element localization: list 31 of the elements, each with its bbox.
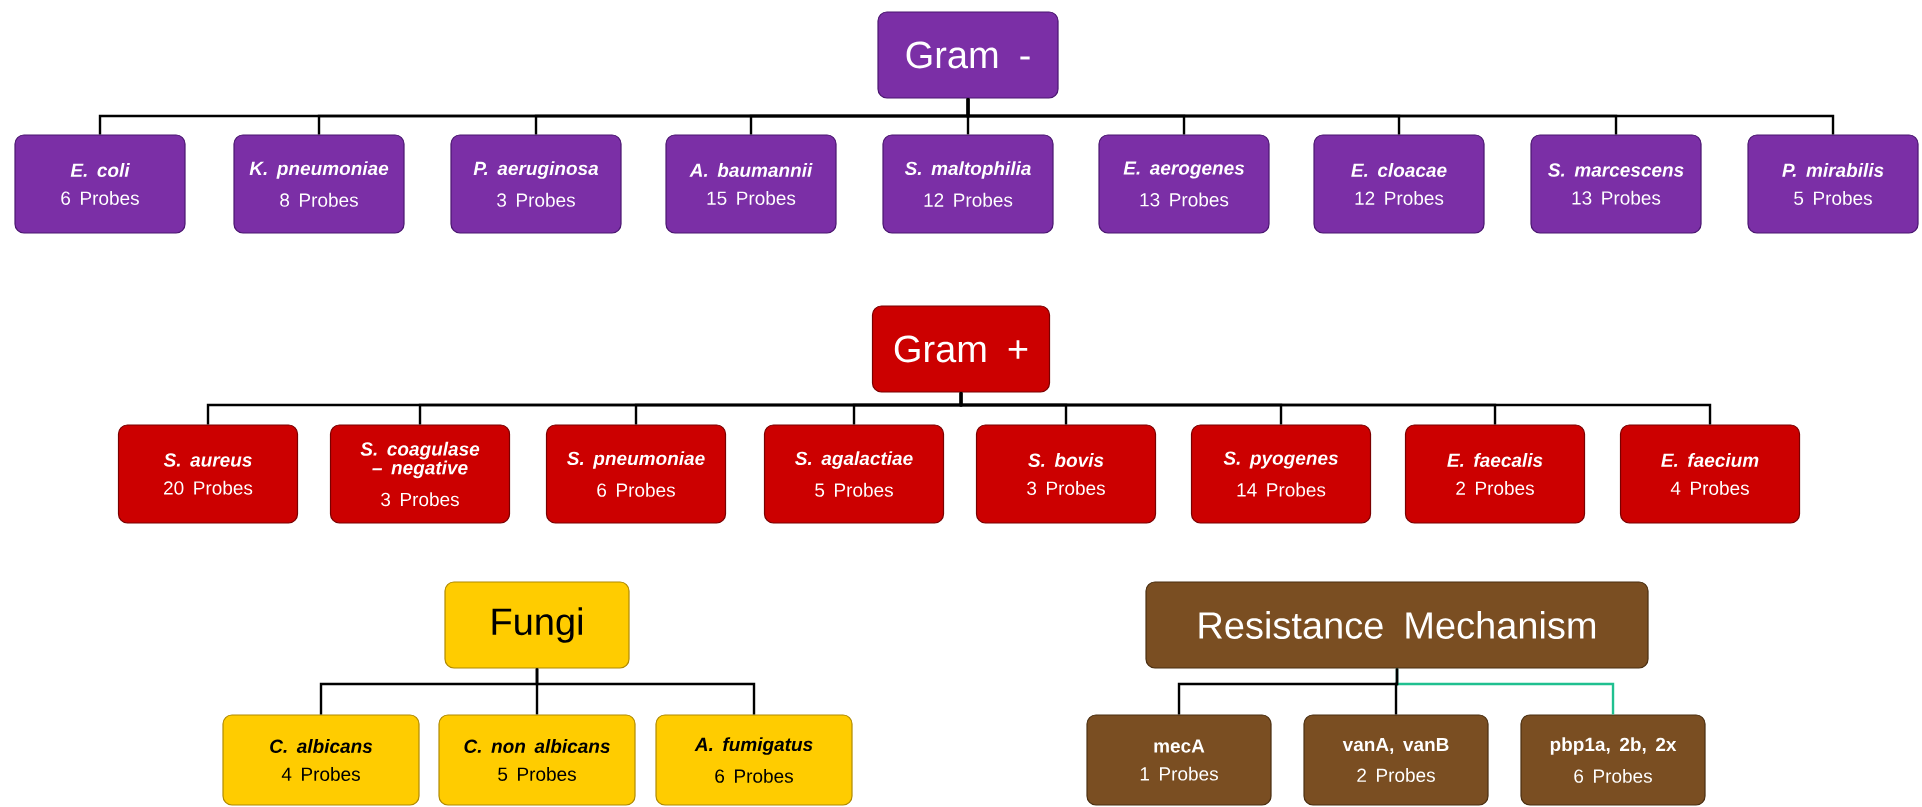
species-box: E. coli 6 Probes	[14, 134, 186, 234]
species-box: S. aureus 20 Probes	[117, 424, 299, 524]
species-box: S. bovis 3 Probes	[975, 424, 1157, 524]
category-box: Resistance Mechanism	[1145, 581, 1649, 669]
species-box: E. cloacae 12 Probes	[1313, 134, 1485, 234]
species-box: P. aeruginosa 3 Probes	[450, 134, 622, 234]
species-box: S. marcescens 13 Probes	[1530, 134, 1702, 234]
species-box: E. faecium 4 Probes	[1619, 424, 1801, 524]
species-box: P. mirabilis 5 Probes	[1747, 134, 1919, 234]
connector-line	[959, 392, 1712, 425]
species-box: S. maltophilia 12 Probes	[882, 134, 1054, 234]
species-box: K. pneumoniae 8 Probes	[233, 134, 405, 234]
species-box: S. pyogenes 14 Probes	[1190, 424, 1372, 524]
category-box: Fungi	[444, 581, 630, 669]
category-box: Gram -	[877, 11, 1059, 99]
species-box: A. fumigatus 6 Probes	[655, 714, 853, 806]
species-box: C. non albicans 5 Probes	[438, 714, 636, 806]
species-box: S. coagulase – negative 3 Probes	[329, 424, 511, 524]
species-box: S. pneumoniae 6 Probes	[545, 424, 727, 524]
category-box: Gram +	[871, 305, 1051, 393]
species-box: A. baumannii 15 Probes	[665, 134, 837, 234]
species-box: S. agalactiae 5 Probes	[763, 424, 945, 524]
species-box: E. aerogenes 13 Probes	[1098, 134, 1270, 234]
connector-line	[966, 98, 1835, 135]
connector-line	[1394, 668, 1399, 715]
species-box: vanA, vanB 2 Probes	[1303, 714, 1489, 806]
species-box: E. faecalis 2 Probes	[1404, 424, 1586, 524]
connector-line	[535, 668, 756, 715]
species-box: mecA 1 Probes	[1086, 714, 1272, 806]
species-box: pbp1a, 2b, 2x 6 Probes	[1520, 714, 1706, 806]
species-box: C. albicans 4 Probes	[222, 714, 420, 806]
